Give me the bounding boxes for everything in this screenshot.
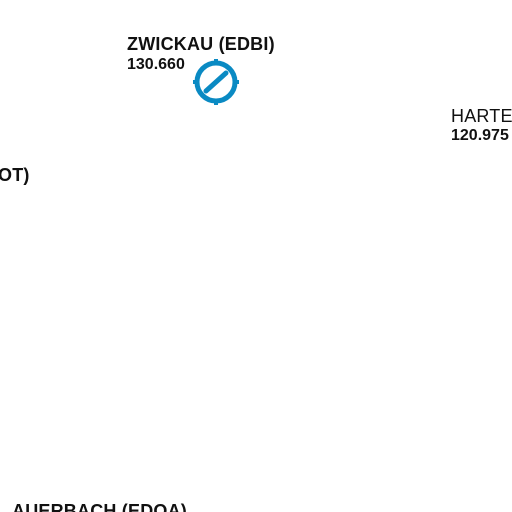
airport-name-harte: HARTE [451, 106, 512, 126]
airport-icon[interactable] [191, 57, 241, 107]
airport-name-auerbach: AUERBACH (EDOA) [12, 501, 187, 512]
airport-name-zwickau: ZWICKAU (EDBI) [127, 34, 275, 54]
airport-name-left-edge: OT) [0, 165, 30, 185]
airport-frequency-zwickau: 130.660 [127, 56, 185, 73]
airport-frequency-harte: 120.975 [451, 127, 509, 144]
